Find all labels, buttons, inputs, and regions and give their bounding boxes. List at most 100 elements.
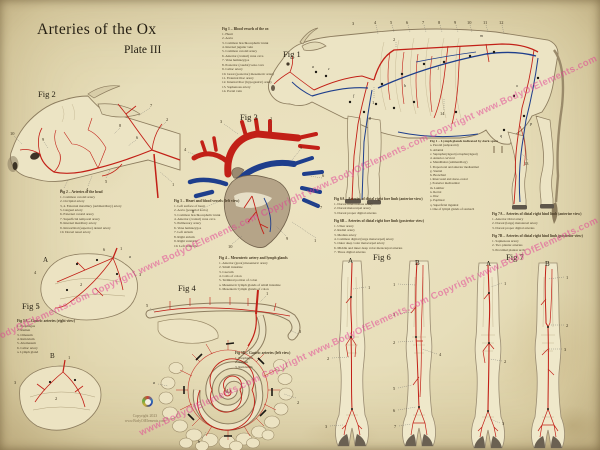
leg-outline xyxy=(402,260,436,447)
callout-label: 3 xyxy=(220,119,223,124)
mesenteric-arteries xyxy=(153,289,291,440)
callout-label: 2 xyxy=(504,359,506,364)
callout-label: 5 xyxy=(146,303,149,308)
legend-item: 7. Three digital arteries xyxy=(334,250,366,255)
legend-item: b. Mesenteric lymph glands of colon xyxy=(219,287,269,292)
stomach-lymph xyxy=(65,258,119,292)
ox-veins xyxy=(291,51,539,203)
legend-item: 2. Two plantar arteries xyxy=(492,243,523,248)
legend-fig7b: Fig 7B – Arteries of distal right hind l… xyxy=(492,234,598,252)
callout-label: 12 xyxy=(499,20,503,25)
legend-item: 6. Celiac artery xyxy=(17,345,38,350)
spiral-colon xyxy=(192,361,264,431)
callout-label: 10 xyxy=(10,131,15,136)
callout-label: 3 xyxy=(299,329,302,334)
callout-label: 10 xyxy=(228,244,233,249)
legend-item: 3. Caecum xyxy=(219,269,234,274)
fig3-heart-illustration: 1 2 3 4 5 6 7 8 9 10 xyxy=(184,116,325,249)
leg-leaders xyxy=(547,276,565,350)
legend-item: j. Posterior mediastinal xyxy=(430,181,460,186)
fig5a-stomach-illustration: 1 2 3 4 5 6 a xyxy=(34,246,142,321)
callout-label: 3 xyxy=(14,380,17,385)
stomach-callouts: 1 2 3 xyxy=(14,355,70,401)
fig6-view-b-letter: B xyxy=(415,259,420,267)
callout-label: 6 xyxy=(322,173,325,178)
fig1-label: Fig 1 xyxy=(283,49,301,59)
head-arteries xyxy=(19,103,181,199)
callout-label: 2 xyxy=(566,323,568,328)
head-callouts: 1 2 3 4 5 6 7 8 9 10 xyxy=(10,103,174,193)
legend-title: Fig 5A – Gastric arteries (right view) xyxy=(17,319,75,323)
ox-lymph-letters: a c f g h j m o p q xyxy=(312,33,532,138)
fig3-label: Fig 3 xyxy=(240,112,258,122)
legend-item: 2. Dorsal (large) metatarsal artery xyxy=(492,221,538,226)
callout-label: 2 xyxy=(166,117,168,122)
legend-item: q. Superficial inguinal xyxy=(430,202,459,207)
legend-item: 3. Dorsal proper digital arteries xyxy=(334,210,377,215)
heart-red-vessels xyxy=(191,118,320,178)
stomach-arteries xyxy=(34,359,86,408)
callout-label: 3 xyxy=(139,272,142,277)
fig5-view-a-letter: A xyxy=(43,256,49,264)
callout-label: b xyxy=(198,439,200,444)
callout-label: 5 xyxy=(300,145,303,150)
callout-label: 5 xyxy=(105,179,108,184)
callout-label: 1 xyxy=(172,182,174,187)
head-outline xyxy=(7,85,181,183)
intestine-callouts: 1 2 3 4 5 a b xyxy=(146,291,302,444)
legend-item: 1. Esophagus xyxy=(235,355,254,360)
legend-item: m. Lumbar xyxy=(430,185,445,190)
legend-item: 4. Anterior (cranial) vena cava xyxy=(174,217,216,221)
legend-item: 1. Ulnar artery xyxy=(334,223,354,228)
intestine-fringe xyxy=(158,359,294,450)
legend-item: 5. Common carotid artery xyxy=(222,49,258,54)
legend-item: 8. Right atrium xyxy=(174,234,195,239)
legend-item: 10. Dorsal nasal artery xyxy=(60,230,91,235)
legend-item: 2. Radial artery xyxy=(334,228,355,233)
poster-title: Arteries of the Ox xyxy=(37,21,157,38)
legend-item: 3. Dorsal proper digital arteries xyxy=(492,225,535,230)
legend-title: Fig 5B – Gastric arteries (left view) xyxy=(235,351,291,355)
legend-item: 4. Coils of colon xyxy=(219,274,242,278)
fig6-label: Fig 6 xyxy=(373,252,391,262)
head-leader-lines xyxy=(13,107,173,189)
poster-subtitle: Plate III xyxy=(124,44,162,56)
callout-label: 1 xyxy=(504,281,506,286)
callout-label: 3 xyxy=(352,21,355,26)
leg-lymph xyxy=(350,296,353,410)
legend-fig2: Fig 2 – Arteries of the head 1. Common c… xyxy=(60,190,140,235)
legend-item: 6. Vena hemiazygos xyxy=(174,225,202,230)
lymph-letter: f xyxy=(353,93,355,98)
legend-item: c. Suprapharyngeal (retropharyngeal) xyxy=(430,151,478,156)
legend-item: 2. Dorsal metacarpal artery xyxy=(334,206,371,211)
legend-fig1: Fig 1 – Blood vessels of the ox 1. Heart… xyxy=(222,27,286,94)
callout-label: 10 xyxy=(467,20,472,25)
stomach-lymph xyxy=(48,378,77,384)
stomach-body xyxy=(19,365,102,431)
callout-label: 3 xyxy=(564,347,567,352)
legend-item: 13. Saphenous artery xyxy=(222,84,251,89)
legend-item: 7. Superficial temporal artery xyxy=(60,216,100,221)
legend-title: Fig 6A – Arteries of distal right fore l… xyxy=(334,197,423,201)
legend-item: 1. Anterior tibial artery xyxy=(492,216,524,221)
callout-label: 5 xyxy=(393,386,396,391)
callout-label: 7 xyxy=(394,424,397,429)
callout-label: 6 xyxy=(103,247,106,252)
legend-item: 2. Aorta xyxy=(222,36,233,41)
legend-item: 6. Middle and inner deep volar metacarpa… xyxy=(334,245,403,250)
leg-leaders xyxy=(397,283,438,427)
stomach-arteries xyxy=(54,247,124,309)
fig2-label: Fig 2 xyxy=(38,89,56,99)
legend-item: 11. External iliac artery xyxy=(222,75,254,80)
legend-item: 5. Outer deep volar metacarpal artery xyxy=(334,241,385,246)
ox-arteries xyxy=(273,43,539,205)
callout-label: 1 xyxy=(372,100,374,105)
heart-callouts: 1 2 3 4 5 6 7 8 9 10 xyxy=(184,116,325,249)
fig7-view-b-letter: B xyxy=(545,260,550,268)
callout-label: 4 xyxy=(34,270,37,275)
callout-label: 8 xyxy=(438,20,441,25)
ox-leader-lines xyxy=(373,24,529,161)
